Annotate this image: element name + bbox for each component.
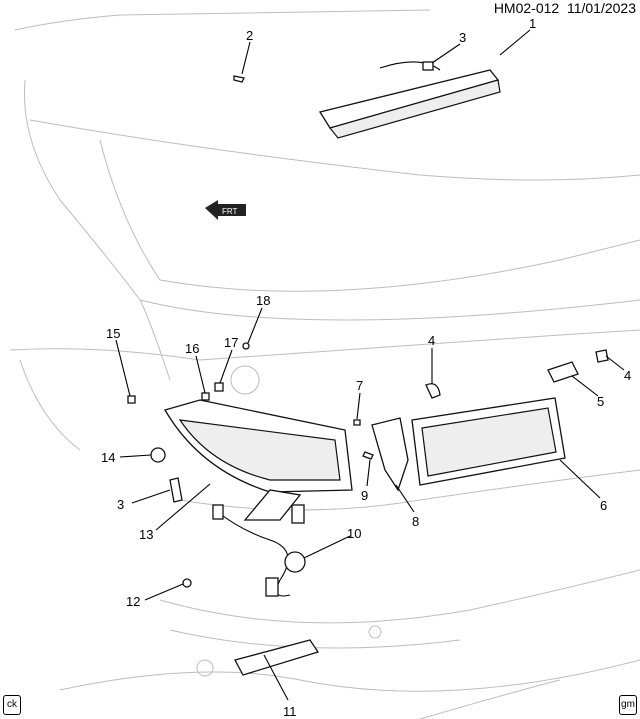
callout-4-top: 4 xyxy=(428,333,435,348)
wiring-harness-13 xyxy=(212,489,306,597)
callout-10: 10 xyxy=(347,526,361,541)
screw-9 xyxy=(362,451,374,460)
nut-7 xyxy=(353,419,361,426)
callout-17: 17 xyxy=(224,335,238,350)
callout-5: 5 xyxy=(597,394,604,409)
socket-3-left xyxy=(169,477,183,503)
socket-4-right xyxy=(595,349,609,363)
grommet-14 xyxy=(150,447,166,463)
clip-18 xyxy=(242,342,250,350)
license-lamp-5 xyxy=(547,361,579,383)
callout-11: 11 xyxy=(283,704,297,719)
ck-button[interactable]: ck xyxy=(3,695,21,715)
direction-label: FRT xyxy=(222,207,238,216)
callout-7: 7 xyxy=(356,378,363,393)
callout-9: 9 xyxy=(361,488,368,503)
callout-3-left: 3 xyxy=(117,497,124,512)
nut-16 xyxy=(201,392,210,401)
high-mount-stop-lamp xyxy=(318,61,501,139)
callout-12: 12 xyxy=(126,594,140,609)
socket-4-top xyxy=(425,383,441,399)
callout-1: 1 xyxy=(529,16,536,31)
diagram-id: HM02-012 xyxy=(493,0,560,16)
screw-2 xyxy=(233,75,245,83)
callout-8: 8 xyxy=(412,514,419,529)
diagram-date: 11/01/2023 xyxy=(566,0,636,16)
callout-leaders xyxy=(115,29,625,701)
callout-6: 6 xyxy=(600,498,607,513)
callout-4-right: 4 xyxy=(624,368,631,383)
callout-13: 13 xyxy=(139,527,153,542)
reflector-11 xyxy=(234,639,320,676)
gm-button[interactable]: gm xyxy=(619,695,637,715)
bracket-8 xyxy=(371,417,409,492)
callout-15: 15 xyxy=(106,326,120,341)
diagram-header: HM02-012 11/01/2023 xyxy=(494,0,636,16)
callout-3: 3 xyxy=(459,30,466,45)
nut-17 xyxy=(214,382,224,392)
right-tail-lamp xyxy=(411,397,566,486)
left-tail-lamp xyxy=(164,399,353,493)
callout-2: 2 xyxy=(246,28,253,43)
callout-numbers: 1 2 3 18 15 16 17 4 4 5 7 14 3 13 9 8 6 … xyxy=(101,16,631,719)
nut-12 xyxy=(182,578,192,588)
nut-15 xyxy=(127,395,136,404)
front-direction-arrow: FRT xyxy=(205,200,246,220)
callout-14: 14 xyxy=(101,450,115,465)
callout-16: 16 xyxy=(185,341,199,356)
callout-18: 18 xyxy=(256,293,270,308)
